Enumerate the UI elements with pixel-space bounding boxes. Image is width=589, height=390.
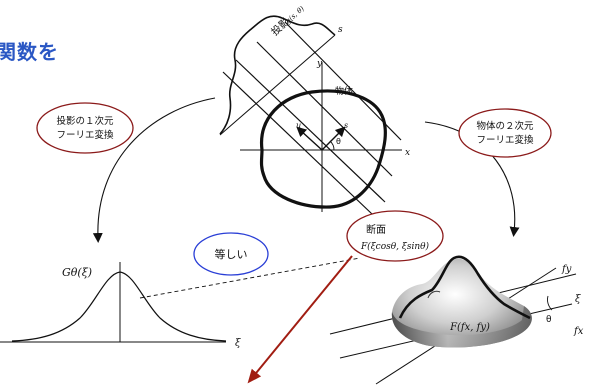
right-flow-arrow	[424, 121, 520, 237]
section-bubble-line2: F(ξcosθ, ξsinθ)	[360, 241, 430, 252]
rotated-s-axis	[219, 34, 336, 136]
u-arrow	[296, 126, 323, 151]
equal-dashed-link	[139, 257, 361, 299]
right-bubble: 物体の２次元 フーリエ変換	[458, 108, 552, 158]
projection-ray	[284, 21, 402, 141]
left-bubble: 投影の１次元 フーリエ変換	[36, 102, 134, 154]
axis-y-label: y	[316, 59, 323, 69]
projection-profile	[219, 15, 336, 135]
section-red-arrow	[247, 255, 353, 384]
theta-label: θ	[336, 137, 341, 146]
object-label: 物体	[335, 85, 353, 97]
gaussian-func-label: Gθ(ξ)	[62, 266, 92, 279]
projection-ray	[235, 59, 386, 203]
surface-theta-label: θ	[546, 315, 552, 325]
axis-x-label: x	[405, 148, 410, 158]
surface-axis-fx: fx	[573, 326, 584, 337]
section-bubble: 断面 F(ξcosθ, ξsinθ)	[346, 210, 444, 262]
gaussian-axis-label: ξ	[235, 338, 241, 349]
surface-shade-mark	[427, 290, 441, 299]
left-flow-arrow	[92, 97, 216, 243]
surface-theta-arc	[547, 295, 553, 311]
axis-s-label: s	[338, 25, 343, 35]
section-bubble-line1: 断面	[366, 223, 386, 236]
surface-axis-fy: fy	[561, 264, 572, 275]
equal-bubble: 等しい	[193, 232, 269, 276]
top-panel: 投影 g(s, θ) 物体 s y x u s θ	[219, 5, 410, 215]
gaussian-panel: Gθ(ξ) ξ	[0, 262, 241, 349]
surface-panel: fy ξ fx θ F(fx, fy)	[329, 255, 584, 385]
axis-u-label: u	[296, 121, 301, 130]
projection-ray	[222, 71, 373, 215]
right-bubble-line1: 物体の２次元	[476, 120, 534, 132]
heading-fragment: 関数を	[0, 40, 59, 64]
surface-section-curve	[398, 255, 531, 320]
object-outline	[259, 89, 387, 209]
surface-body	[391, 258, 532, 348]
right-bubble-line2: フーリエ変換	[476, 134, 534, 146]
left-bubble-line2: フーリエ変換	[56, 129, 114, 141]
gaussian-curve	[11, 271, 227, 342]
projection-ray	[256, 41, 393, 177]
equal-bubble-text: 等しい	[215, 247, 248, 261]
theta-arc	[329, 140, 335, 151]
axis-s-rot-label: s	[344, 121, 348, 130]
surface-rim	[391, 306, 532, 348]
s-arrow	[321, 126, 346, 151]
surface-func-label: F(fx, fy)	[449, 322, 490, 333]
surface-axis-xi: ξ	[575, 294, 581, 305]
projection-func: g(s, θ)	[284, 5, 306, 26]
left-bubble-line1: 投影の１次元	[56, 115, 114, 127]
